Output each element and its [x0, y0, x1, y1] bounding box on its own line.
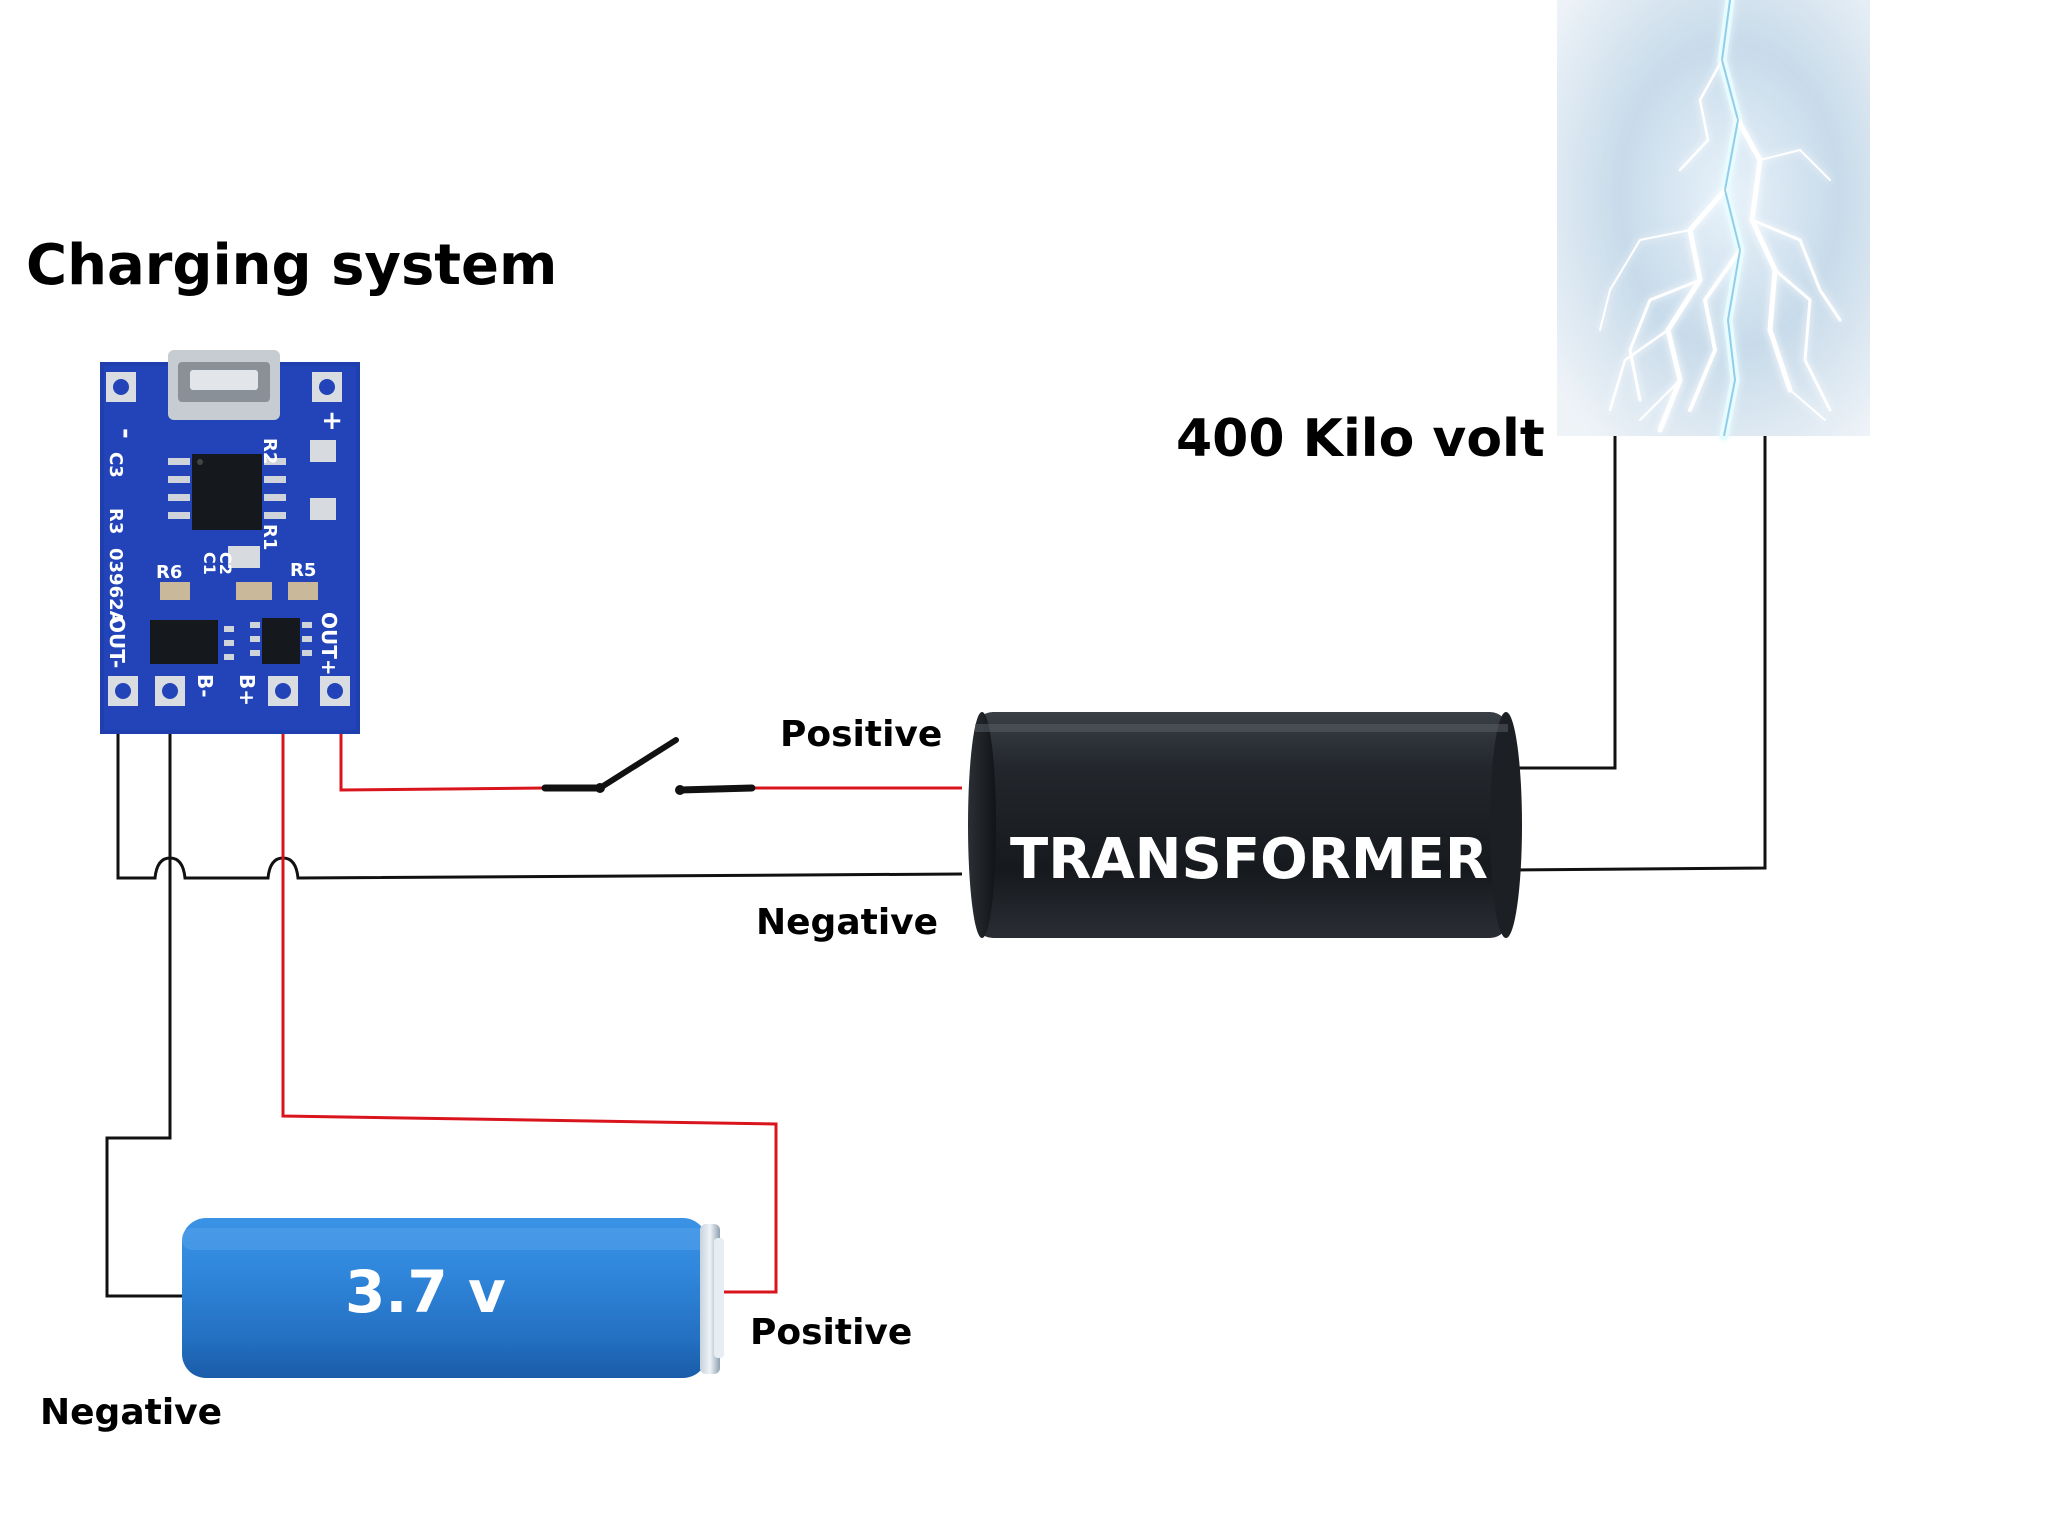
out-plus-wire	[339, 689, 546, 792]
pcb-label-out-plus: OUT+	[317, 612, 341, 676]
transformer-negative-label: Negative	[756, 902, 938, 943]
pcb-label-out-minus: OUT-	[105, 616, 129, 668]
pcb-label-chip-code: 03962A	[105, 548, 126, 625]
pcb-label-r5: R5	[290, 560, 316, 581]
pcb-label-r2: R2	[259, 438, 280, 464]
open-switch-icon	[541, 737, 756, 795]
charging-module-icon	[100, 350, 360, 734]
charging-system-title: Charging system	[26, 233, 557, 298]
lightning-icon	[1557, 0, 1870, 441]
pcb-label-r6: R6	[156, 562, 182, 583]
hv-wire-bottom	[1513, 436, 1767, 872]
pcb-label-r3: R3	[105, 508, 126, 534]
pcb-label-b-minus: B-	[193, 674, 217, 698]
battery-cell-icon	[182, 1218, 724, 1378]
pcb-label-c3: C3	[105, 452, 126, 478]
pcb-label-in-plus: +	[317, 410, 347, 432]
hv-wire-top	[1514, 436, 1617, 770]
pcb-label-r1: R1	[259, 524, 280, 550]
transformer-coil-icon	[968, 712, 1522, 938]
pcb-label-c1: C1	[200, 552, 219, 575]
battery-voltage-label: 3.7 v	[345, 1258, 506, 1326]
battery-positive-label: Positive	[750, 1312, 912, 1353]
transformer-positive-label: Positive	[780, 714, 942, 755]
b-plus-wire	[281, 689, 778, 1294]
pcb-label-in-minus: -	[111, 428, 141, 439]
b-minus-wire	[105, 689, 190, 1298]
battery-negative-label: Negative	[40, 1392, 222, 1433]
negative-bus-wire	[116, 689, 963, 880]
transformer-label: TRANSFORMER	[1010, 827, 1488, 892]
output-voltage-label: 400 Kilo volt	[1176, 409, 1545, 469]
pcb-silkscreen: - + C3 R3 03962A R2 R1 R6 C1 C2 R5 OUT- …	[105, 410, 347, 706]
pcb-label-b-plus: B+	[235, 674, 259, 706]
pcb-label-c2: C2	[216, 552, 235, 575]
